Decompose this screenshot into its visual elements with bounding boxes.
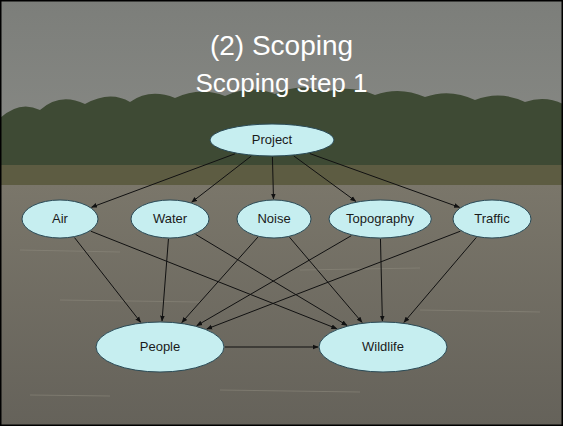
slide-subtitle: Scoping step 1 [0,68,563,99]
influence-line [207,231,461,329]
node-label: Topography [346,212,414,227]
influence-line [92,154,236,207]
factor-ellipse: Noise [236,199,312,239]
influence-line [192,156,252,202]
influence-line [162,239,168,321]
node-label: Traffic [474,212,509,227]
factor-ellipse: Water [130,199,210,239]
slide-title: (2) Scoping [0,30,563,62]
node-label: Wildlife [362,340,404,355]
factor-ellipse: People [95,321,225,373]
factor-ellipse: Topography [328,199,432,239]
node-label: Noise [257,212,290,227]
influence-line [310,154,460,208]
influence-line [294,156,356,201]
factor-ellipse: Traffic [452,199,532,239]
water-surface [0,185,563,426]
influence-line [225,347,318,348]
factor-ellipse: Wildlife [318,321,448,373]
influence-line [197,236,351,326]
factor-ellipse: Project [209,123,335,157]
influence-line [196,234,347,325]
factor-ellipse: Air [21,199,99,239]
influence-line [182,237,258,322]
node-label: People [140,340,180,355]
influence-line [272,157,273,199]
reed-bank [0,165,563,187]
water-ripples [20,250,540,396]
tree-line [0,87,563,178]
node-label: Water [153,212,187,227]
influence-line [380,239,382,321]
influence-line [75,238,141,323]
node-label: Project [252,133,292,148]
influence-line [404,237,476,322]
node-label: Air [52,212,68,227]
